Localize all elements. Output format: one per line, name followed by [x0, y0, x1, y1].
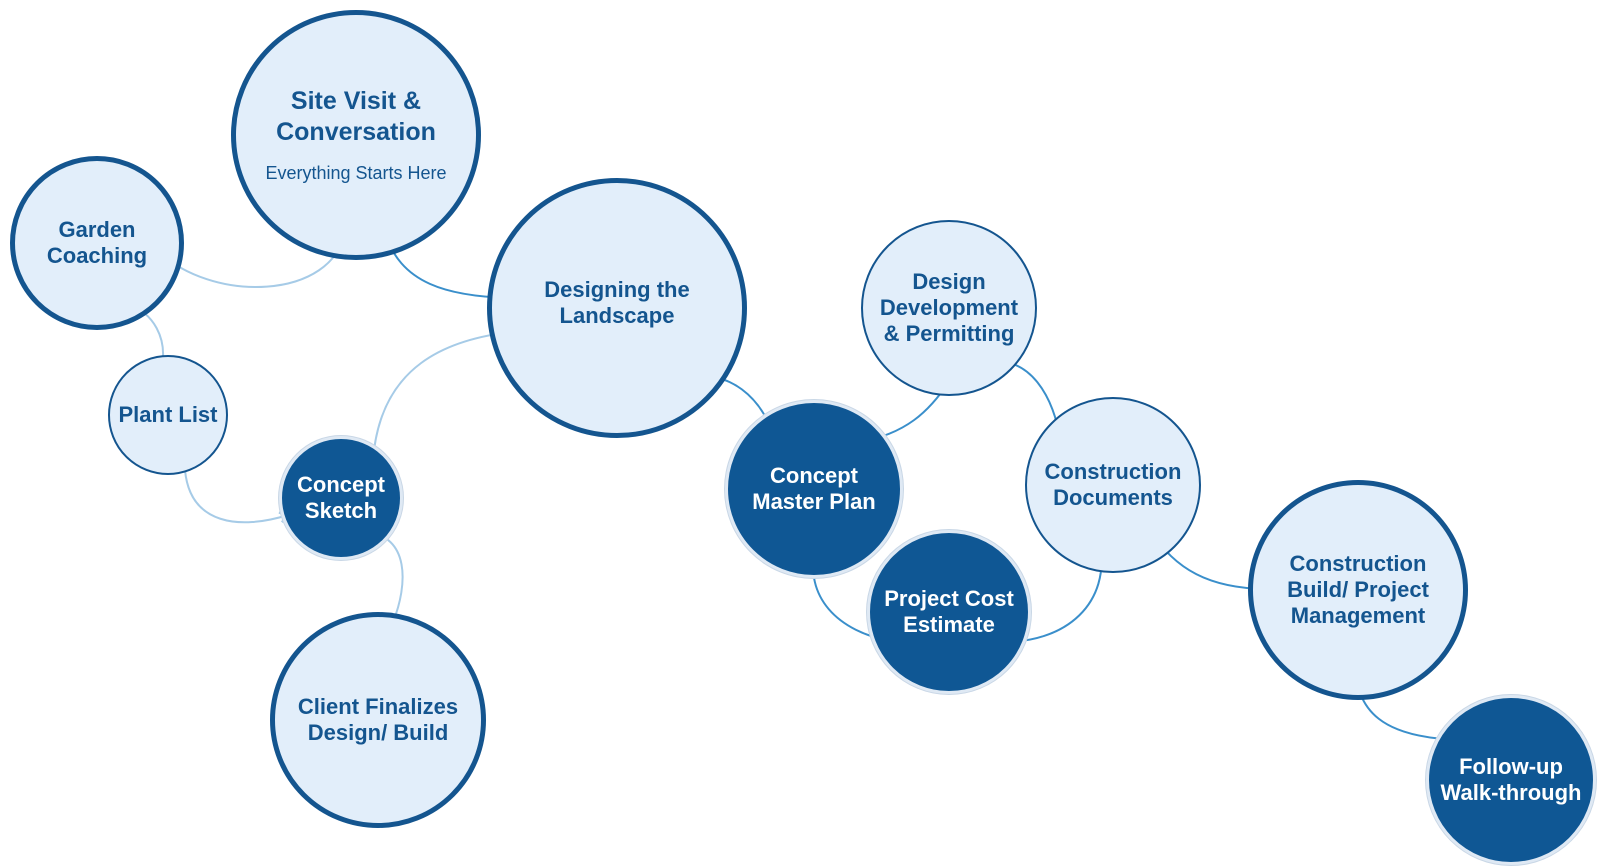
node-follow-up: Follow-up Walk-through	[1426, 695, 1596, 865]
node-concept-sketch-label: Concept Sketch	[297, 472, 385, 523]
node-concept-master-plan: Concept Master Plan	[725, 400, 903, 578]
node-designing-landscape: Designing the Landscape	[487, 178, 747, 438]
node-concept-master-plan-label: Concept Master Plan	[752, 463, 876, 514]
node-garden-coaching: Garden Coaching	[10, 156, 184, 330]
node-construction-build: Construction Build/ Project Management	[1248, 480, 1468, 700]
node-project-cost-estimate: Project Cost Estimate	[867, 530, 1031, 694]
node-site-visit-title: Site Visit & Conversation	[276, 87, 436, 146]
node-project-cost-estimate-label: Project Cost Estimate	[884, 586, 1014, 637]
node-garden-coaching-label: Garden Coaching	[46, 217, 148, 268]
arrow-plant-to-sketch	[184, 469, 288, 524]
node-plant-list: Plant List	[108, 355, 228, 475]
node-follow-up-label: Follow-up Walk-through	[1440, 754, 1582, 805]
node-site-visit-subtitle: Everything Starts Here	[265, 163, 447, 183]
node-construction-documents-label: Construction Documents	[1044, 459, 1182, 510]
node-design-development-label: Design Development & Permitting	[879, 269, 1019, 346]
node-client-finalizes-label: Client Finalizes Design/ Build	[297, 694, 459, 745]
node-construction-documents: Construction Documents	[1025, 397, 1201, 573]
node-construction-build-label: Construction Build/ Project Management	[1287, 551, 1429, 628]
node-concept-sketch: Concept Sketch	[279, 436, 403, 560]
node-designing-landscape-label: Designing the Landscape	[544, 277, 690, 328]
node-site-visit: Site Visit & Conversation Everything Sta…	[231, 10, 481, 260]
node-plant-list-label: Plant List	[118, 402, 218, 427]
node-client-finalizes: Client Finalizes Design/ Build	[270, 612, 486, 828]
node-design-development: Design Development & Permitting	[861, 220, 1037, 396]
